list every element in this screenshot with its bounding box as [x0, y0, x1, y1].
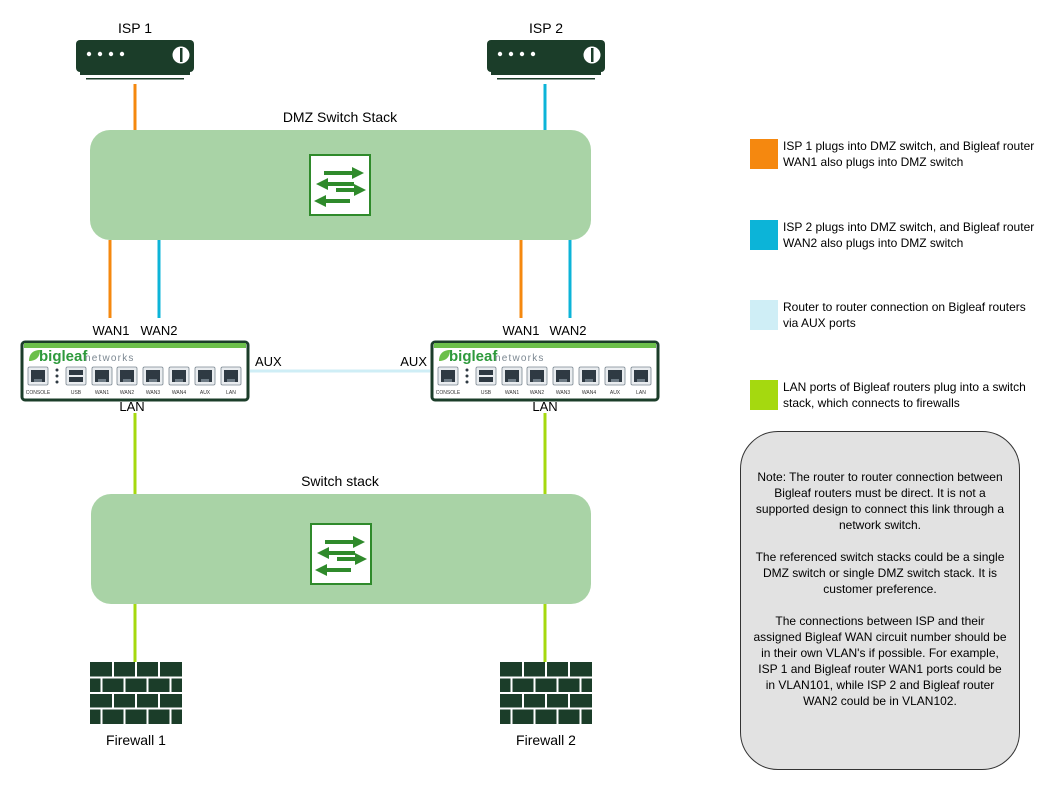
port-label: USB — [481, 390, 492, 396]
port-label: CONSOLE — [436, 390, 461, 396]
leaf-icon — [29, 350, 40, 361]
legend-swatch — [750, 380, 778, 410]
port-label: AUX — [610, 390, 621, 396]
router2-wan1-label: WAN1 — [502, 323, 539, 338]
router2-lan-label: LAN — [532, 399, 557, 414]
router1-wan2-label: WAN2 — [140, 323, 177, 338]
isp2-node: ISP 2 — [487, 20, 605, 80]
router1-aux-label: AUX — [255, 354, 282, 369]
legend-item-isp1: ISP 1 plugs into DMZ switch, and Bigleaf… — [750, 139, 1040, 170]
router-device-icon: bigleaf networks CONSOLE USB WAN1 WAN2 W… — [20, 340, 250, 402]
port-label: WAN2 — [120, 390, 134, 396]
router-device-icon: bigleaf networks CONSOLE USB WAN1 WAN2 W… — [430, 340, 660, 402]
switch-arrows-icon — [308, 153, 372, 217]
lan-switch-stack: Switch stack — [91, 473, 591, 604]
router2: WAN1 WAN2 bigleaf networks CONSOLE USB W… — [400, 323, 660, 414]
legend-swatch — [750, 139, 778, 169]
port-label: WAN4 — [582, 390, 596, 396]
legend-swatch — [750, 220, 778, 250]
firewall2-node: Firewall 2 — [500, 662, 592, 748]
port-label: WAN4 — [172, 390, 186, 396]
legend-text: ISP 2 plugs into DMZ switch, and Bigleaf… — [783, 220, 1035, 250]
legend-text: LAN ports of Bigleaf routers plug into a… — [783, 380, 1026, 410]
lan-switch-label: Switch stack — [301, 473, 380, 489]
router1: WAN1 WAN2 bigleaf networks CONSOLE USB W… — [20, 323, 282, 414]
legend-swatch — [750, 300, 778, 330]
note-paragraph: The connections between ISP and their as… — [753, 614, 1007, 708]
note-paragraph: The referenced switch stacks could be a … — [755, 550, 1005, 596]
router2-aux-label: AUX — [400, 354, 427, 369]
router1-wan1-label: WAN1 — [92, 323, 129, 338]
router2-wan2-label: WAN2 — [549, 323, 586, 338]
firewall1-node: Firewall 1 — [90, 662, 182, 748]
port-label: WAN1 — [95, 390, 109, 396]
port-label: LAN — [226, 390, 236, 396]
leaf-icon — [439, 350, 450, 361]
legend-item-isp2: ISP 2 plugs into DMZ switch, and Bigleaf… — [750, 220, 1040, 251]
port-label: WAN1 — [505, 390, 519, 396]
router2-brand-suffix: networks — [495, 353, 545, 364]
firewall1-label: Firewall 1 — [106, 732, 166, 748]
firewall-brick-icon — [90, 662, 182, 724]
port-label: CONSOLE — [26, 390, 51, 396]
firewall2-label: Firewall 2 — [516, 732, 576, 748]
legend-text: Router to router connection on Bigleaf r… — [783, 300, 1026, 330]
isp1-label: ISP 1 — [118, 20, 152, 36]
router1-brand: bigleaf — [39, 348, 88, 365]
modem-icon — [76, 40, 194, 80]
note-paragraph: Note: The router to router connection be… — [755, 470, 1005, 532]
firewall-brick-icon — [500, 662, 592, 724]
port-label: WAN2 — [530, 390, 544, 396]
port-label: LAN — [636, 390, 646, 396]
isp1-node: ISP 1 — [76, 20, 194, 80]
port-label: AUX — [200, 390, 211, 396]
legend-item-lan: LAN ports of Bigleaf routers plug into a… — [750, 380, 1040, 411]
port-label: WAN3 — [556, 390, 570, 396]
dmz-switch-stack: DMZ Switch Stack — [90, 109, 591, 240]
port-label: USB — [71, 390, 82, 396]
router1-brand-suffix: networks — [85, 353, 135, 364]
note-box: Note: The router to router connection be… — [740, 431, 1020, 770]
modem-icon — [487, 40, 605, 80]
switch-arrows-icon — [309, 522, 373, 586]
router1-lan-label: LAN — [119, 399, 144, 414]
connections — [108, 84, 572, 662]
legend-text: ISP 1 plugs into DMZ switch, and Bigleaf… — [783, 139, 1035, 169]
router2-brand: bigleaf — [449, 348, 498, 365]
dmz-switch-label: DMZ Switch Stack — [283, 109, 398, 125]
port-label: WAN3 — [146, 390, 160, 396]
isp2-label: ISP 2 — [529, 20, 563, 36]
legend-item-aux: Router to router connection on Bigleaf r… — [750, 300, 1040, 331]
